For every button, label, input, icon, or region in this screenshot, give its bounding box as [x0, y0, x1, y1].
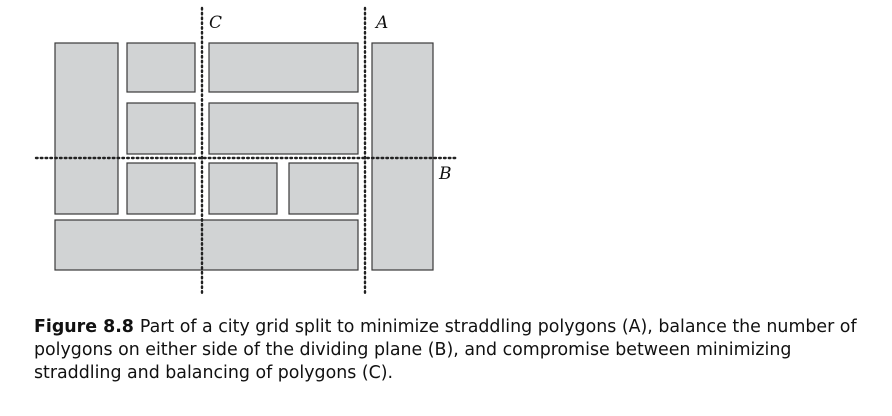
figure-number: Figure 8.8: [34, 317, 134, 337]
block-middle-small: [126, 102, 196, 155]
label-c: C: [209, 13, 222, 33]
block-lower-1: [126, 162, 196, 215]
block-right-tall: [371, 42, 434, 271]
block-middle-wide: [208, 102, 359, 155]
city-grid-diagram: C A B: [34, 6, 460, 296]
block-lower-2: [208, 162, 278, 215]
caption-text: Part of a city grid split to minimize st…: [34, 317, 857, 383]
block-bottom-wide: [54, 219, 359, 271]
block-left-tall: [54, 42, 119, 215]
label-b: B: [438, 164, 452, 184]
block-lower-3: [288, 162, 359, 215]
block-top-wide: [208, 42, 359, 93]
block-top-small: [126, 42, 196, 93]
label-a: A: [374, 13, 388, 33]
